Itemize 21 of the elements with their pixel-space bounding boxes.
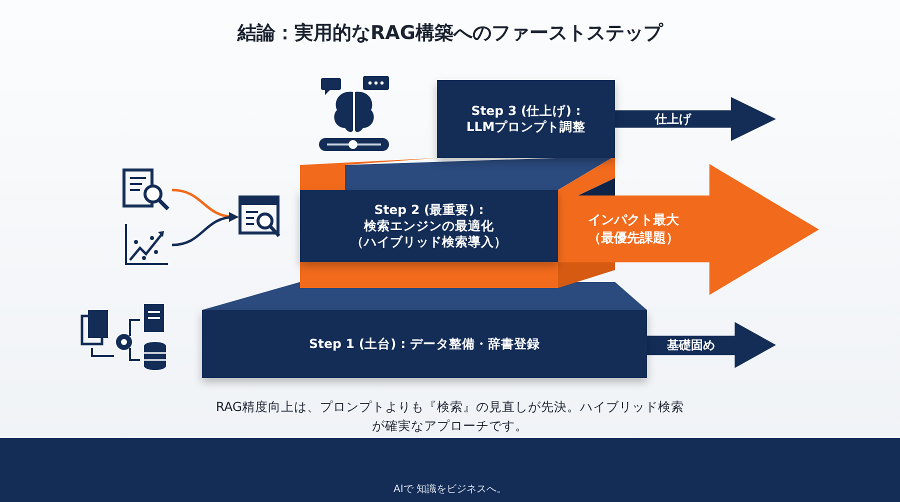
summary-text: RAG精度向上は、プロンプトよりも『検索』の見直しが先決。ハイブリッド検索が確実なアプローチです。 bbox=[215, 398, 685, 436]
title: 結論：実用的なRAG構築へのファーストステップ bbox=[238, 21, 662, 46]
step-text: （ハイブリッド検索導入） bbox=[351, 234, 507, 250]
step-text: Step 1 (土台) : データ整備・辞書登録 bbox=[309, 336, 540, 352]
block-arrow bbox=[647, 322, 776, 368]
document-search-icon bbox=[122, 168, 172, 212]
step-text: LLMプロンプト調整 bbox=[466, 119, 586, 136]
curved-arrow bbox=[172, 212, 239, 246]
step-text: Step 2 (最重要) : bbox=[374, 202, 484, 218]
step-box bbox=[202, 310, 647, 378]
arrow-label: 仕上げ bbox=[654, 110, 691, 128]
block-arrow bbox=[615, 97, 776, 141]
step-box bbox=[437, 80, 615, 158]
step-text: 検索エンジンの最適化 bbox=[364, 218, 494, 234]
block-arrow bbox=[558, 164, 819, 295]
browser-search-icon bbox=[238, 195, 282, 239]
step-text: Step 3 (仕上げ) : bbox=[471, 102, 581, 119]
arrow-label: インパクト最大（最優先課題） bbox=[587, 212, 680, 248]
step-box bbox=[300, 190, 558, 262]
arrow-label: 基礎固め bbox=[666, 336, 715, 354]
tagline-text: AIで 知識をビジネスへ。 bbox=[394, 482, 506, 496]
